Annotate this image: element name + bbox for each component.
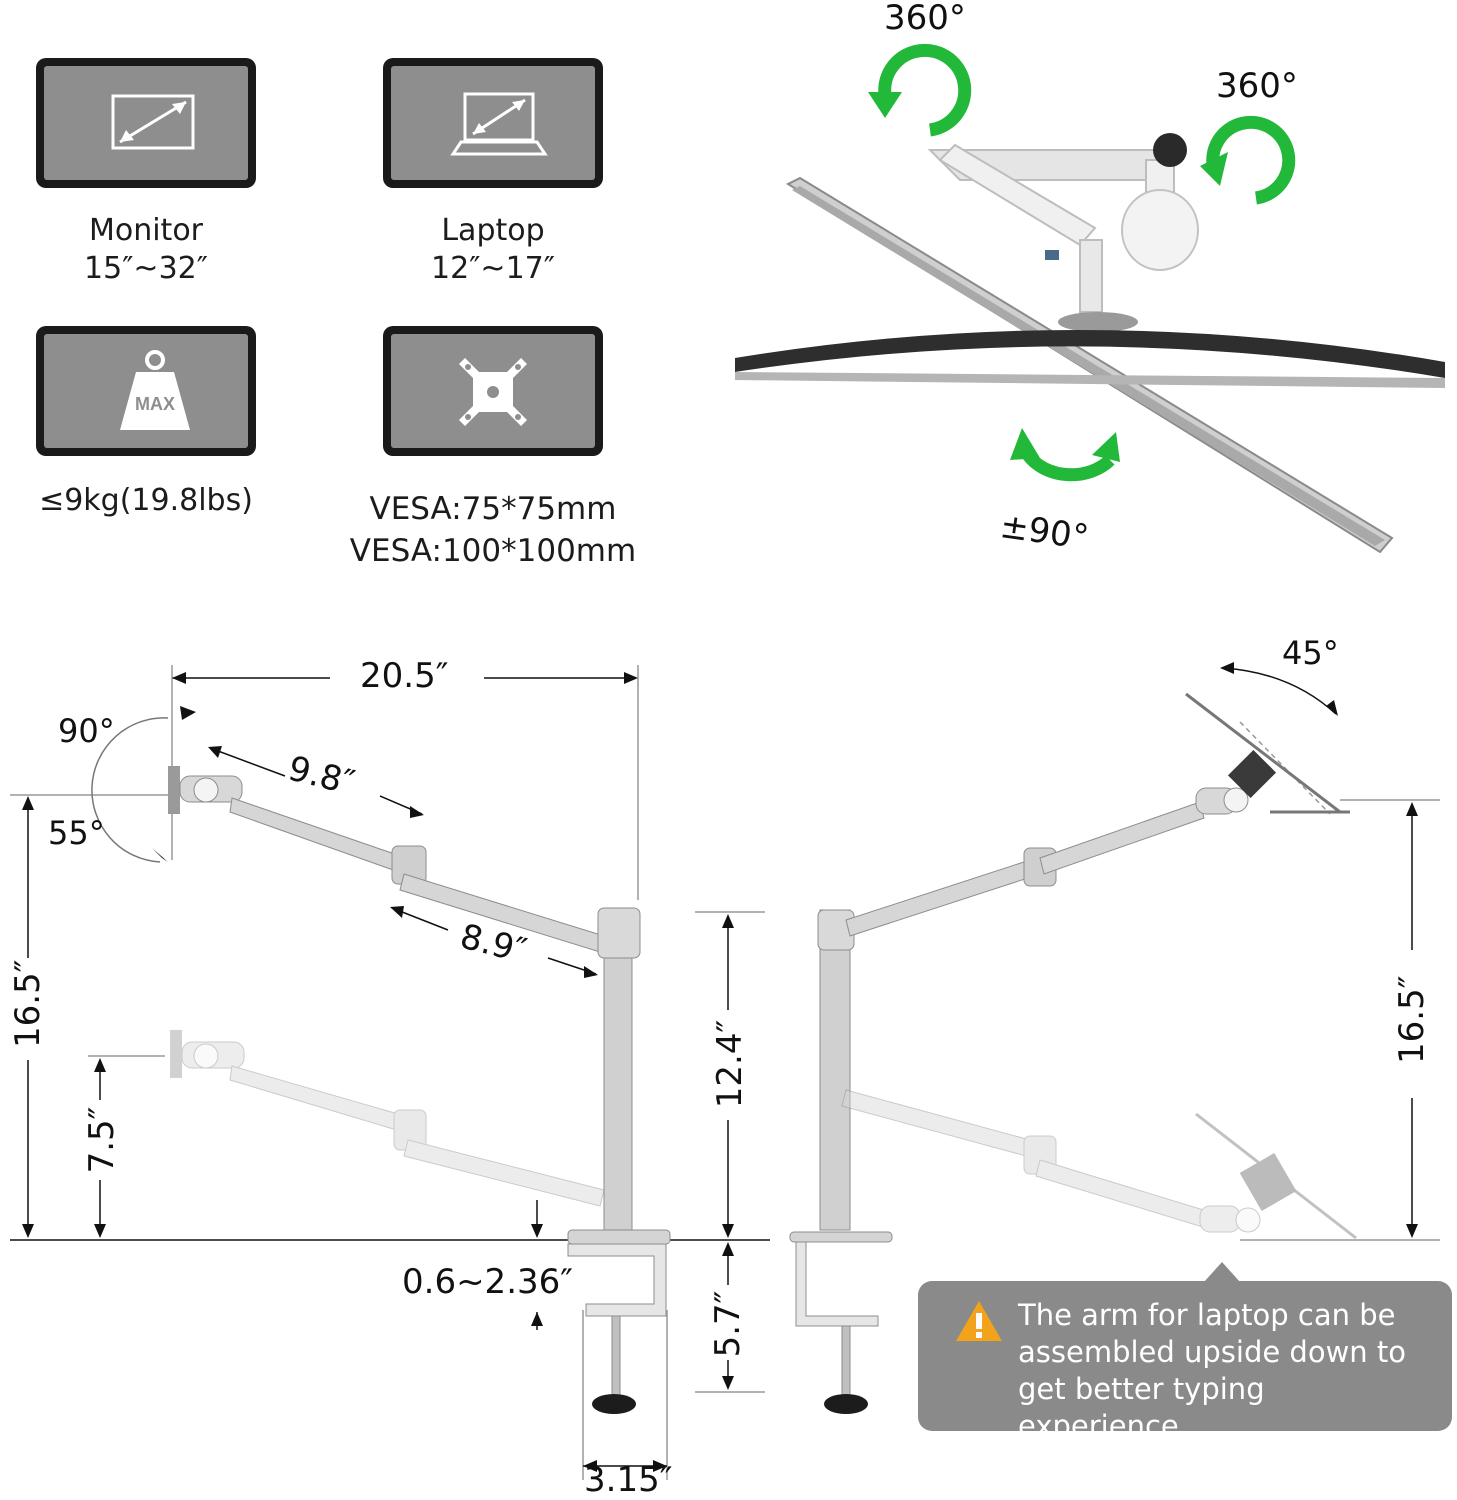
vesa-spec-label: VESA:75*75mm VESA:100*100mm xyxy=(349,491,637,569)
arrow-head-icon xyxy=(868,92,902,118)
warning-icon xyxy=(956,1301,1002,1341)
max-weight-text: MAX xyxy=(135,394,175,414)
monitor-spec-box xyxy=(36,58,256,188)
tray-angle-label: 45° xyxy=(1282,634,1339,672)
laptop-arm-lower-ghost xyxy=(841,1089,1357,1240)
width-dimension: 20.5″ xyxy=(360,656,449,696)
angle-down-label: 55° xyxy=(48,814,105,852)
clamp-range: 0.6~2.36″ xyxy=(402,1262,573,1302)
laptop-note: The arm for laptop can be assembled upsi… xyxy=(918,1281,1452,1443)
rotate-arrow-top-right xyxy=(1206,115,1296,205)
weight-spec-label: ≤9kg(19.8lbs) xyxy=(39,483,253,518)
arrow-head-icon xyxy=(1010,428,1040,460)
rotation-illustration xyxy=(735,43,1445,554)
laptop-spec-box xyxy=(383,58,603,188)
vesa-spec-box xyxy=(383,326,603,456)
base-width: 3.15″ xyxy=(584,1460,673,1500)
arrow-head-icon xyxy=(1200,152,1228,186)
vesa-plate-icon xyxy=(459,358,527,426)
rotate-label-top-right: 360° xyxy=(1216,66,1298,106)
rotate-arrows xyxy=(878,43,1296,482)
laptop-spec-label: Laptop 12″~17″ xyxy=(431,213,555,286)
flat-monitor xyxy=(735,329,1445,388)
weight-spec-box: MAX xyxy=(36,326,256,456)
monitor-spec-label: Monitor 15″~32″ xyxy=(84,213,208,286)
max-weight-icon: MAX xyxy=(120,350,190,430)
tilted-monitor xyxy=(785,176,1394,554)
rotation-arm xyxy=(927,133,1199,332)
monitor-arm-upper xyxy=(168,766,671,1414)
note-text: The arm for laptop can be assembled upsi… xyxy=(1018,1298,1407,1443)
monitor-size-icon xyxy=(111,94,195,150)
rotate-arrow-top-left xyxy=(878,43,972,137)
laptop-size-icon xyxy=(450,92,548,156)
arrow-head-icon xyxy=(1092,432,1120,462)
monitor-arm-lower-ghost xyxy=(170,1030,605,1207)
rotate-label-top-left: 360° xyxy=(884,0,966,38)
tilt-arrow xyxy=(1019,446,1115,482)
laptop-arm-upper xyxy=(789,692,1350,1414)
angle-up-label: 90° xyxy=(58,712,115,750)
